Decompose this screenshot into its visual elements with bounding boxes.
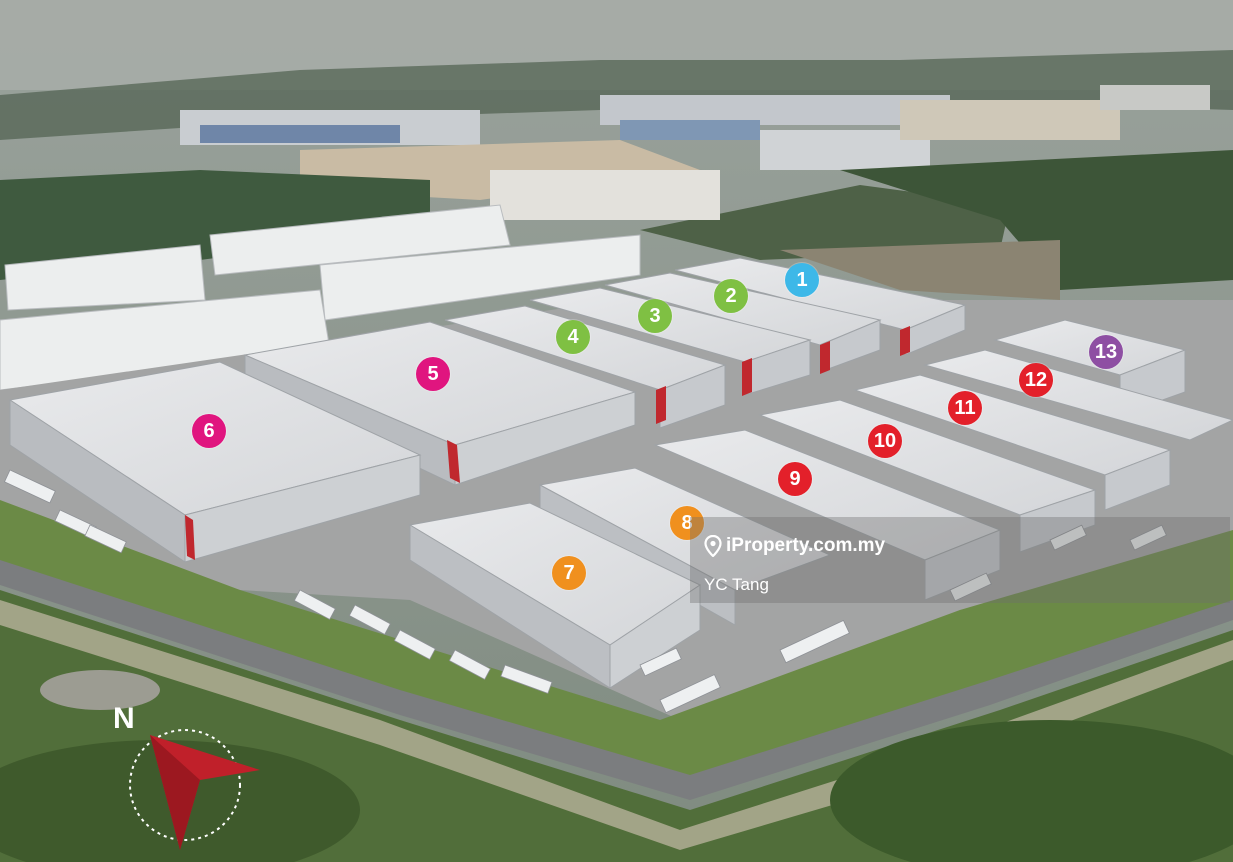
marker-3[interactable]: 3 — [638, 299, 672, 333]
marker-label: 11 — [954, 397, 976, 419]
marker-9[interactable]: 9 — [778, 462, 812, 496]
marker-label: 12 — [1024, 369, 1048, 391]
marker-4[interactable]: 4 — [556, 320, 590, 354]
marker-label: 2 — [725, 285, 737, 307]
marker-label: 7 — [563, 562, 575, 584]
marker-13[interactable]: 13 — [1089, 335, 1123, 369]
marker-8[interactable]: 8 — [670, 506, 704, 540]
marker-5[interactable]: 5 — [416, 357, 450, 391]
marker-label: 13 — [1094, 341, 1118, 363]
marker-7[interactable]: 7 — [552, 556, 586, 590]
marker-2[interactable]: 2 — [714, 279, 748, 313]
watermark-site: iProperty.com.my — [704, 535, 885, 557]
watermark-site-text: iProperty.com.my — [726, 535, 886, 556]
marker-label: 4 — [567, 326, 579, 348]
compass-north-label: N — [113, 702, 135, 735]
marker-11[interactable]: 11 — [948, 391, 982, 425]
marker-label: 5 — [427, 363, 439, 385]
compass-rose — [129, 729, 260, 850]
marker-10[interactable]: 10 — [868, 424, 902, 458]
marker-label: 9 — [789, 468, 801, 490]
marker-label: 10 — [873, 430, 897, 452]
marker-label: 6 — [203, 420, 215, 442]
watermark-banner: iProperty.com.my YC Tang — [690, 517, 1230, 603]
watermark-author: YC Tang — [704, 575, 769, 594]
marker-label: 3 — [649, 305, 661, 327]
location-pin-icon — [704, 535, 722, 557]
marker-1[interactable]: 1 — [785, 263, 819, 297]
marker-label: 8 — [681, 512, 693, 534]
marker-12[interactable]: 12 — [1019, 363, 1053, 397]
marker-6[interactable]: 6 — [192, 414, 226, 448]
marker-label: 1 — [796, 269, 808, 291]
